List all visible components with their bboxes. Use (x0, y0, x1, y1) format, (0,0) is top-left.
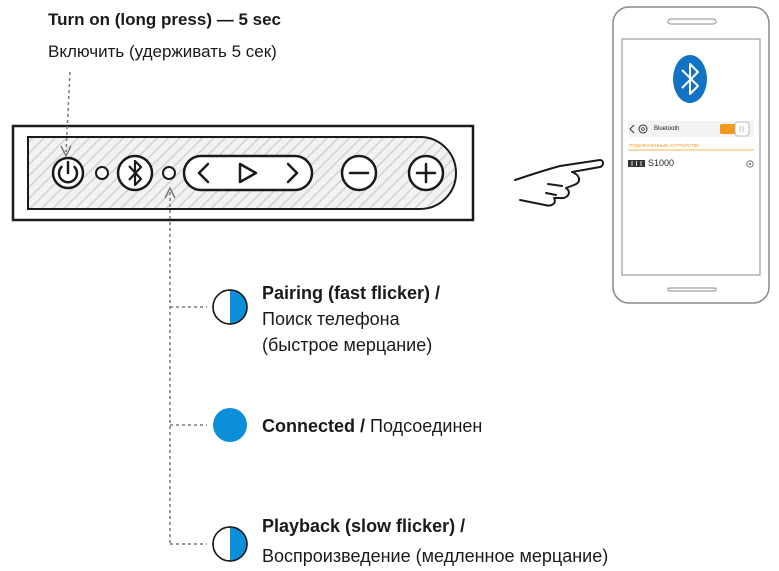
settings-gear-icon (638, 124, 648, 134)
play-icon[interactable] (238, 162, 258, 184)
device-name[interactable]: S1000 (648, 158, 675, 168)
back-chevron-icon[interactable] (629, 124, 635, 134)
bluetooth-toggle[interactable] (720, 121, 750, 137)
led-full-icon (213, 408, 247, 442)
volume-down-button[interactable] (340, 154, 378, 192)
turn-on-instruction-ru: Включить (удерживать 5 сек) (48, 42, 277, 61)
playback-title: Playback (slow flicker) / (262, 516, 466, 536)
playback-state: Playback (slow flicker) / Воспроизведени… (262, 511, 608, 571)
connected-state: Connected / Подсоединен (262, 413, 482, 441)
power-led (95, 166, 109, 180)
connected-desc: Подсоединен (365, 416, 483, 436)
power-leader-arrow (60, 145, 72, 158)
pairing-desc-line1: Поиск телефона (262, 309, 400, 329)
device-settings-icon[interactable] (746, 160, 754, 168)
transport-controls (182, 154, 314, 192)
phone-home-bar (667, 287, 717, 292)
power-button[interactable] (51, 156, 85, 190)
pairing-state: Pairing (fast flicker) / Поиск телефона … (262, 280, 440, 358)
connected-devices-header: ПОДКЛЮЧЕННЫЕ УСТРОЙСТВА (629, 143, 700, 148)
connected-title: Connected / (262, 416, 366, 436)
bluetooth-logo-icon (673, 55, 707, 103)
turn-on-instruction-en: Turn on (long press) — 5 sec (48, 10, 281, 29)
previous-icon[interactable] (197, 162, 210, 184)
device-panel (11, 124, 475, 222)
phone-speaker (667, 18, 717, 25)
hand-pointing-icon (514, 159, 604, 207)
led-half-icon (212, 289, 248, 325)
playback-desc: Воспроизведение (медленное мерцание) (262, 546, 609, 566)
bluetooth-status-led (162, 166, 176, 180)
pairing-desc-line2: (быстрое мерцание) (262, 335, 433, 355)
phone-illustration (612, 6, 770, 304)
bluetooth-icon (128, 159, 143, 187)
led-leader-arrow (164, 186, 176, 199)
power-leader-line (65, 71, 71, 153)
bluetooth-button[interactable] (116, 154, 154, 192)
volume-up-button[interactable] (407, 154, 445, 192)
next-icon[interactable] (286, 162, 299, 184)
bluetooth-setting-label: Bluetooth (654, 126, 680, 132)
led-half-icon (212, 526, 248, 562)
pairing-title: Pairing (fast flicker) / (262, 283, 441, 303)
